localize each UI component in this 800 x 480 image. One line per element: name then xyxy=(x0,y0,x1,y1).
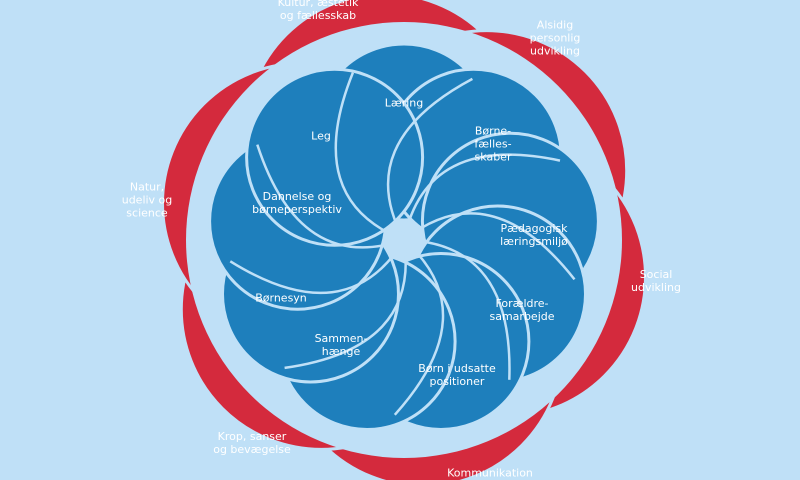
inner-label-bornefaellesskaber: Børne- fælles- skaber xyxy=(474,124,512,164)
outer-label-krop: Krop, sanser og bevægelse xyxy=(213,430,291,456)
swirl-divider xyxy=(229,239,406,295)
inner-label-paedagogisk: Pædagogisk læringsmiljø xyxy=(500,222,568,248)
center-dot xyxy=(401,237,407,243)
inner-label-leg: Leg xyxy=(311,129,331,143)
swirl-divider xyxy=(402,153,561,241)
outer-label-social: Social udvikling xyxy=(631,268,681,294)
inner-label-sammenhaenge: Sammen- hænge xyxy=(314,332,368,358)
swirl-divider xyxy=(403,238,511,380)
swirl-divider xyxy=(284,239,407,370)
swirl-divider xyxy=(334,72,405,242)
swirl-divider xyxy=(403,212,576,281)
inner-label-udsatte: Børn i udsatte positioner xyxy=(418,362,496,388)
inner-label-foraeldre: Forældre- samarbejde xyxy=(489,297,555,323)
inner-petal-swirl xyxy=(208,42,600,431)
inner-label-dannelse: Dannelse og børneperspektiv xyxy=(252,190,342,216)
inner-petal xyxy=(245,67,425,247)
outer-label-kommunikation: Kommunikation xyxy=(447,466,533,480)
swirl-divider xyxy=(393,239,445,416)
inner-label-bornesyn: Børnesyn xyxy=(255,291,307,305)
swirl-divider xyxy=(256,144,405,249)
outer-label-alsidig: Alsidig personlig udvikling xyxy=(529,18,581,58)
outer-label-natur: Natur, udeliv og science xyxy=(121,180,173,220)
outer-label-kultur: Kultur, æstetik og fællesskab xyxy=(277,0,359,22)
inner-label-laering: Læring xyxy=(384,96,424,110)
swirl-divider xyxy=(386,77,473,241)
